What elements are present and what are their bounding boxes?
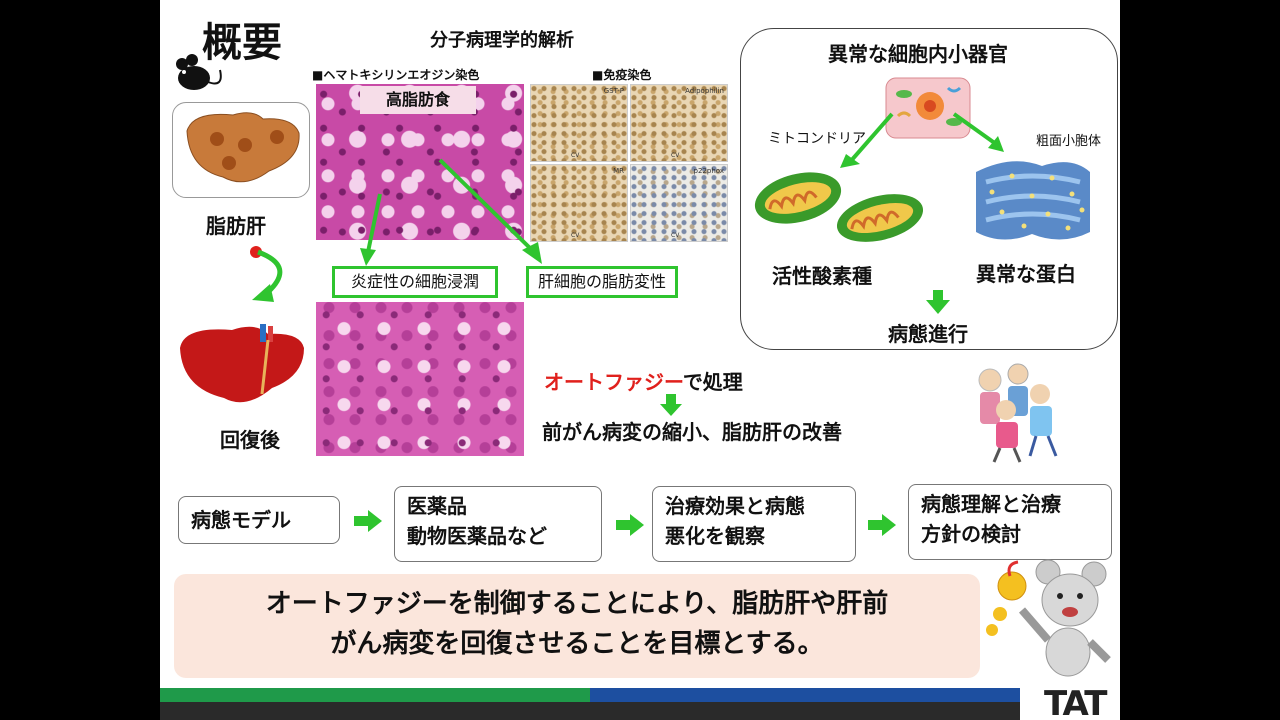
slide-title: 概要 bbox=[202, 20, 282, 66]
ros-label: 活性酸素種 bbox=[772, 264, 872, 288]
flow-step-understand: 病態理解と治療 方針の検討 bbox=[908, 484, 1112, 560]
flow-step-line2: 悪化を観察 bbox=[665, 524, 765, 548]
finding-pointer-arrows bbox=[360, 158, 542, 266]
fatty-liver-icon bbox=[186, 112, 300, 183]
fatty-liver-label: 脂肪肝 bbox=[206, 214, 266, 238]
flow-step-text: 病態モデル bbox=[191, 508, 291, 532]
flow-step-line1: 治療効果と病態 bbox=[665, 494, 805, 518]
organelle-title: 異常な細胞内小器官 bbox=[828, 42, 1008, 66]
flow-step-disease-model: 病態モデル bbox=[178, 496, 340, 544]
finding-inflammatory-infiltration: 炎症性の細胞浸潤 bbox=[332, 266, 498, 298]
he-stain-image-recovered bbox=[316, 302, 524, 456]
goal-line-2: がん病変を回復させることを目標とする。 bbox=[330, 629, 824, 659]
cell-icon bbox=[885, 77, 971, 139]
goal-box: オートファジーを制御することにより、脂肪肝や肝前 がん病変を回復させることを目標… bbox=[174, 574, 980, 678]
ihc-stain-label: ■免疫染色 bbox=[592, 68, 652, 82]
flow-arrow-icon bbox=[868, 514, 896, 536]
flow-step-line2: 方針の検討 bbox=[921, 522, 1021, 546]
healthy-liver-icon bbox=[180, 324, 304, 403]
progression-label: 病態進行 bbox=[888, 322, 968, 346]
slide: 概要 脂肪肝 回復後 分子病理学的解析 ■ヘマトキシリンエオジン染色 ■免疫染色 bbox=[160, 0, 1120, 720]
improvement-line: 前がん病変の縮小、脂肪肝の改善 bbox=[542, 420, 842, 444]
flow-step-line1: 医薬品 bbox=[407, 494, 467, 518]
ihc-cv: CV bbox=[571, 232, 580, 239]
footer-bar-dark bbox=[160, 702, 1020, 720]
autophagy-highlight: オートファジー bbox=[544, 370, 683, 394]
flow-step-line1: 病態理解と治療 bbox=[921, 492, 1061, 516]
ihc-tag: MR bbox=[613, 167, 624, 175]
flow-arrow-icon bbox=[354, 510, 382, 532]
recovered-label: 回復後 bbox=[220, 428, 280, 452]
down-arrow-icon-progression bbox=[926, 290, 950, 314]
goal-line-1: オートファジーを制御することにより、脂肪肝や肝前 bbox=[265, 589, 889, 619]
recovery-arrow-icon bbox=[250, 246, 283, 302]
down-arrow-icon bbox=[660, 394, 682, 416]
ihc-panel-p22phox: p22phox CV bbox=[630, 164, 728, 242]
finding-fatty-degeneration: 肝細胞の脂肪変性 bbox=[526, 266, 678, 298]
rough-er-label: 粗面小胞体 bbox=[1036, 134, 1102, 149]
ihc-panel-mr: MR CV bbox=[530, 164, 628, 242]
footer-bar-blue bbox=[590, 688, 1020, 702]
fatty-liver-bubble bbox=[172, 102, 310, 198]
ihc-cv: CV bbox=[571, 152, 580, 159]
cheering-mouse-illustration bbox=[986, 559, 1111, 677]
mitochondria-icon bbox=[754, 172, 924, 242]
flow-arrow-icon bbox=[616, 514, 644, 536]
analysis-heading: 分子病理学的解析 bbox=[430, 30, 574, 51]
elderly-people-illustration bbox=[978, 363, 1058, 463]
ihc-panel-adipophilin: Adipophilin CV bbox=[630, 84, 728, 162]
he-stain-label: ■ヘマトキシリンエオジン染色 bbox=[312, 68, 480, 82]
abnormal-protein-label: 異常な蛋白 bbox=[976, 262, 1076, 286]
ihc-cv: CV bbox=[671, 232, 680, 239]
footer-bar-green bbox=[160, 688, 590, 702]
tat-logo: TAT bbox=[1044, 684, 1107, 720]
ihc-tag: GST-P bbox=[603, 87, 624, 95]
autophagy-line: オートファジーで処理 bbox=[544, 366, 743, 395]
flow-step-observe: 治療効果と病態 悪化を観察 bbox=[652, 486, 856, 562]
ihc-tag: p22phox bbox=[693, 167, 724, 175]
organelle-arrows bbox=[840, 112, 1004, 168]
ihc-panel-gstp: GST-P CV bbox=[530, 84, 628, 162]
mouse-silhouette-icon bbox=[176, 54, 222, 90]
flow-step-line2: 動物医薬品など bbox=[407, 524, 547, 548]
ihc-cv: CV bbox=[671, 152, 680, 159]
mitochondria-label: ミトコンドリア bbox=[768, 131, 866, 147]
high-fat-caption: 高脂肪食 bbox=[360, 86, 476, 114]
flow-step-drugs: 医薬品 動物医薬品など bbox=[394, 486, 602, 562]
rough-er-icon bbox=[976, 161, 1090, 240]
ihc-tag: Adipophilin bbox=[685, 87, 724, 95]
autophagy-rest: で処理 bbox=[682, 370, 743, 394]
